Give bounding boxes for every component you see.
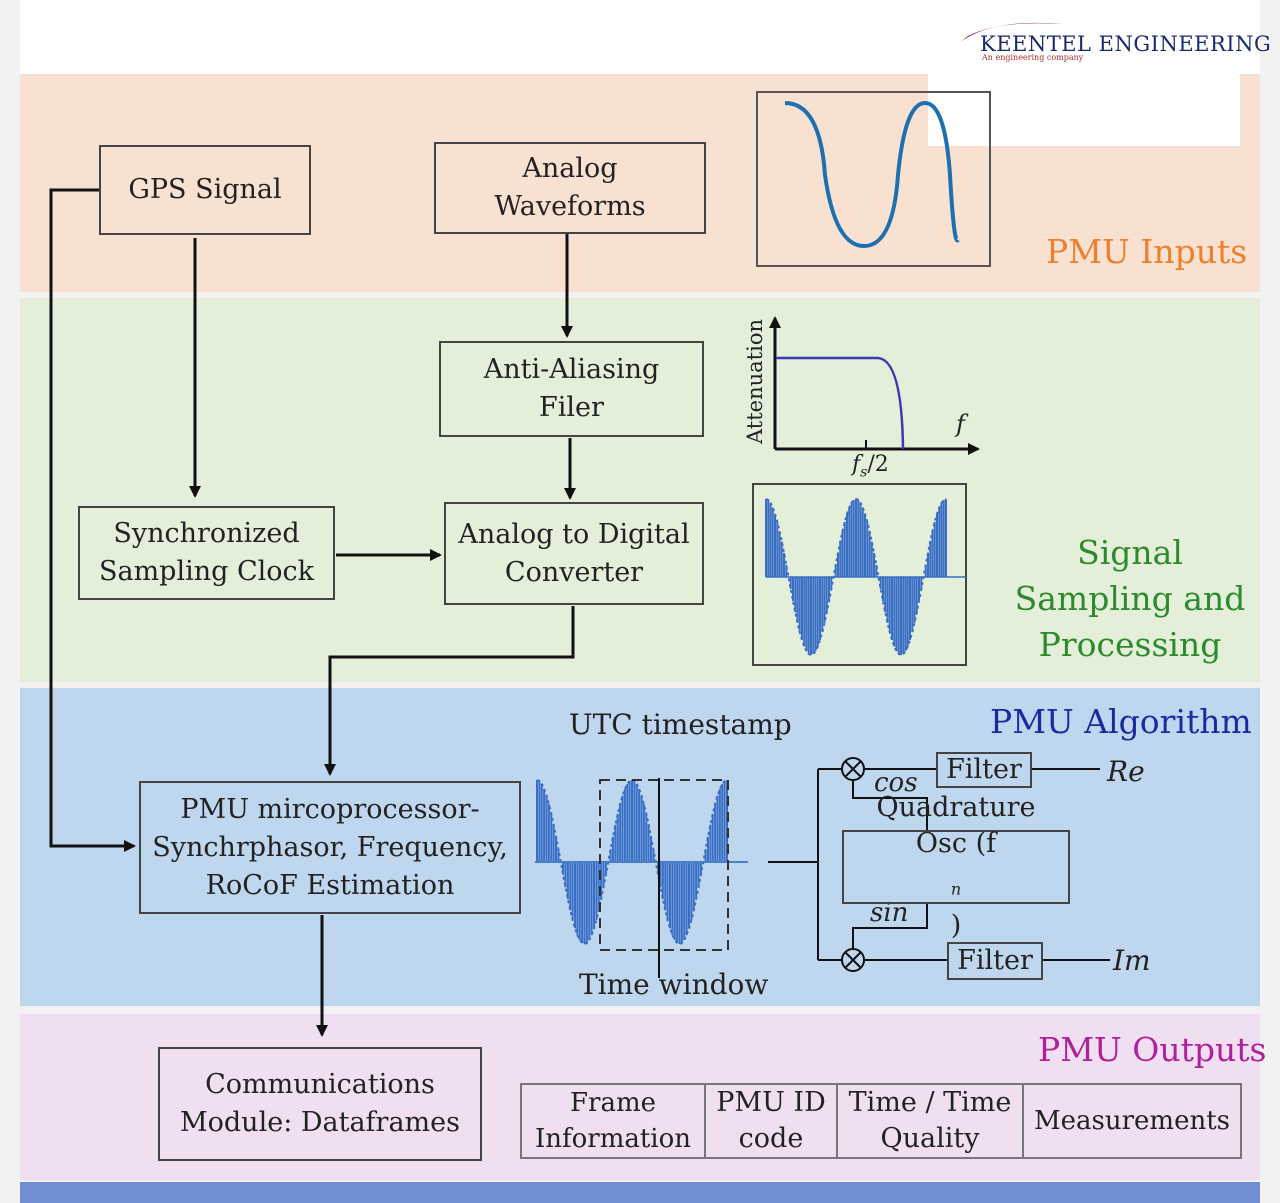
pmu-id-line2: code xyxy=(738,1123,804,1154)
osc-text: Osc (f xyxy=(915,828,997,860)
attenuation-label: Attenuation xyxy=(743,319,767,444)
section-title-inputs: PMU Inputs xyxy=(1046,232,1248,271)
logo-name: KEENTEL ENGINEERING xyxy=(980,32,1272,56)
nyquist-f: f xyxy=(852,452,861,477)
nyquist-label: fs/2 xyxy=(852,452,889,480)
dataframe-cell-pmu-id: PMU ID code xyxy=(706,1083,838,1159)
im-output-label: Im xyxy=(1113,944,1151,977)
bottom-strip xyxy=(20,1182,1260,1203)
dataframe-cell-frame-info: Frame Information xyxy=(522,1083,706,1159)
pmu-id-line1: PMU ID xyxy=(716,1087,826,1118)
cos-label: cos xyxy=(874,768,918,798)
sampling-clock-block: Synchronized Sampling Clock xyxy=(78,506,335,600)
utc-timestamp-label: UTC timestamp xyxy=(569,708,792,741)
sampling-band xyxy=(20,298,1260,682)
logo-tagline: An engineering company xyxy=(982,53,1084,62)
section-title-sampling-line3: Processing xyxy=(1038,625,1222,664)
dataframe-cell-time-quality: Time / Time Quality xyxy=(838,1083,1024,1159)
quadrature-osc-block: Quadrature Osc (f n) xyxy=(842,792,1070,941)
filter-top-text: Filter xyxy=(946,754,1022,785)
measurements-text: Measurements xyxy=(1034,1106,1230,1136)
time-quality-line2: Quality xyxy=(880,1123,980,1154)
time-window-label: Time window xyxy=(579,968,769,1001)
osc-close: ) xyxy=(950,909,962,941)
outputs-band xyxy=(20,1014,1260,1180)
filter-bottom-text: Filter xyxy=(957,945,1033,976)
adc-line2: Converter xyxy=(504,556,644,588)
osc-sub: n xyxy=(950,879,962,899)
frame-info-line2: Information xyxy=(534,1124,692,1154)
anti-aliasing-line1: Anti-Aliasing xyxy=(483,354,660,385)
time-quality-line1: Time / Time xyxy=(848,1087,1012,1118)
anti-aliasing-line2: Filer xyxy=(539,392,604,423)
filter-top-block: Filter xyxy=(936,752,1032,788)
analog-line2: Waveforms xyxy=(494,191,646,222)
comms-line2: Module: Dataframes xyxy=(180,1107,460,1138)
frame-info-line1: Frame xyxy=(569,1088,656,1118)
section-title-outputs: PMU Outputs xyxy=(1038,1030,1267,1069)
quadrature-line2: Osc (f n) xyxy=(916,826,996,943)
re-output-label: Re xyxy=(1107,755,1145,788)
section-title-algorithm: PMU Algorithm xyxy=(990,702,1252,741)
anti-aliasing-filter-block: Anti-Aliasing Filer xyxy=(439,341,704,437)
clock-line1: Synchronized xyxy=(113,518,300,549)
pmu-processor-block: PMU mircoprocessor- Synchrphasor, Freque… xyxy=(139,781,521,914)
section-title-sampling-line2: Sampling and xyxy=(1014,579,1246,618)
adc-line1: Analog to Digital xyxy=(458,518,690,550)
dataframe-table xyxy=(520,1083,1242,1159)
nyquist-sub: s xyxy=(860,464,868,481)
nyquist-half: /2 xyxy=(867,452,889,477)
frequency-axis-label: f xyxy=(956,410,965,438)
adc-block: Analog to Digital Converter xyxy=(444,502,704,605)
processor-line1: PMU mircoprocessor- xyxy=(180,793,480,825)
clock-line2: Sampling Clock xyxy=(98,556,315,587)
comms-line1: Communications xyxy=(205,1069,435,1100)
gps-signal-block: GPS Signal xyxy=(99,145,311,235)
section-title-sampling: Signal Sampling and Processing xyxy=(1010,530,1250,668)
quadrature-line1: Quadrature xyxy=(876,792,1036,824)
analog-waveforms-block: Analog Waveforms xyxy=(434,142,706,234)
analog-line1: Analog xyxy=(522,153,618,184)
gps-signal-text: GPS Signal xyxy=(128,174,282,205)
processor-line3: RoCoF Estimation xyxy=(205,869,455,901)
section-title-sampling-line1: Signal xyxy=(1077,533,1183,572)
logo-panel xyxy=(928,0,1240,146)
processor-line2: Synchrphasor, Frequency, xyxy=(152,831,508,863)
filter-bottom-block: Filter xyxy=(947,942,1043,980)
dataframe-cell-measurements: Measurements xyxy=(1024,1083,1240,1159)
communications-block: Communications Module: Dataframes xyxy=(158,1047,482,1161)
